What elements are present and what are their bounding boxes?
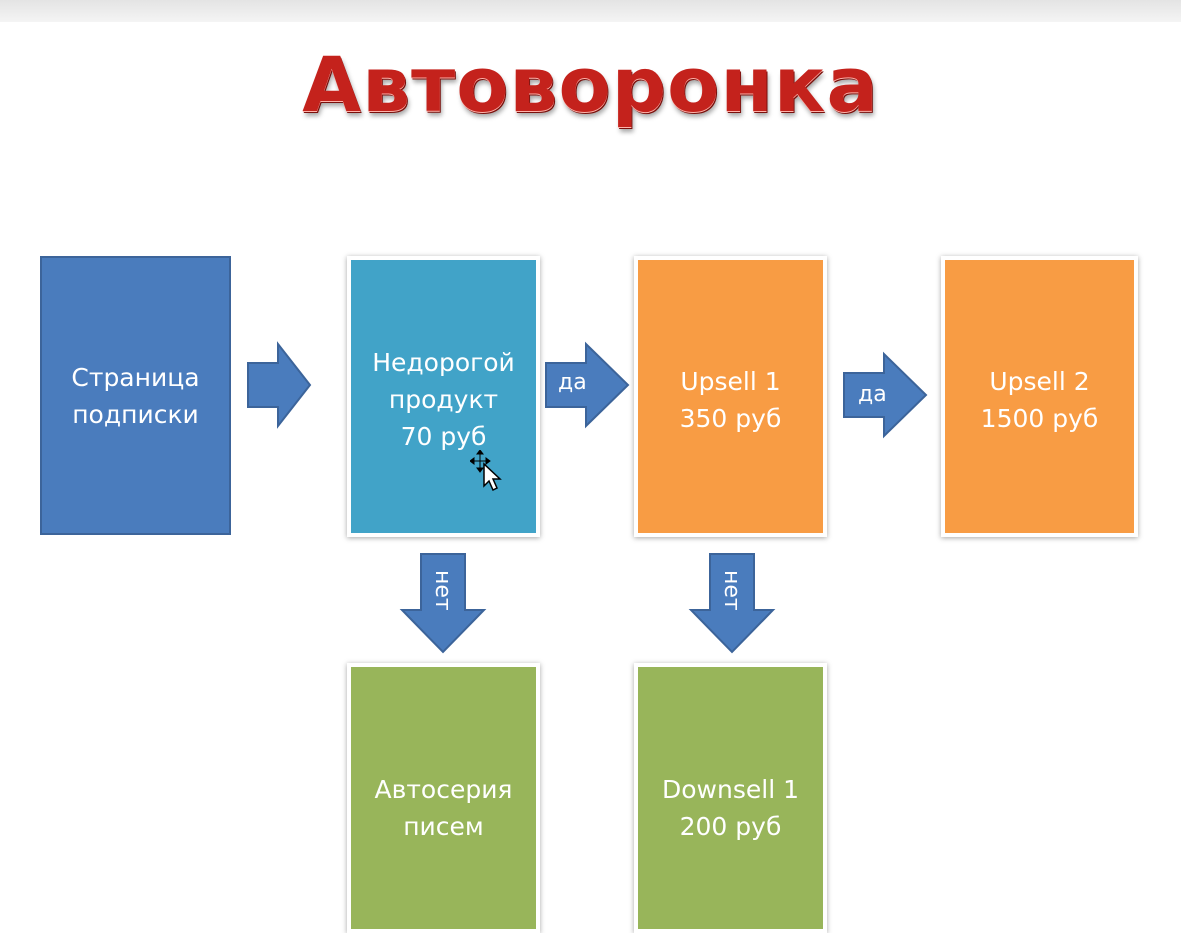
box-downsell-1-price: 200 руб: [679, 812, 782, 841]
box-autoseries-line-2: писем: [403, 812, 484, 841]
box-cheap-product-line-2: продукт: [388, 385, 499, 414]
box-upsell-2[interactable]: Upsell 2 1500 руб: [941, 256, 1138, 537]
window-top-strip: [0, 0, 1181, 22]
box-cheap-product[interactable]: Недорогой продукт 70 руб: [347, 256, 540, 537]
arrow-right-yes-1[interactable]: [544, 341, 632, 430]
box-autoseries-line-1: Автосерия: [374, 775, 513, 804]
arrow-down-no-1[interactable]: [399, 552, 488, 656]
arrow-label-yes-2: да: [858, 382, 887, 407]
arrow-right-1[interactable]: [246, 341, 314, 430]
box-subscription-line-1: Страница: [71, 362, 200, 392]
box-downsell-1[interactable]: Downsell 1 200 руб: [634, 663, 827, 933]
slide: Автоворонка Страница подписки Недорогой …: [0, 22, 1181, 933]
box-downsell-1-label: Downsell 1: [662, 775, 799, 804]
box-upsell-1-label: Upsell 1: [680, 367, 781, 396]
arrow-right-yes-2[interactable]: [842, 351, 930, 440]
arrow-label-no-1: нет: [430, 570, 455, 611]
box-subscription-page[interactable]: Страница подписки: [40, 256, 231, 535]
arrow-label-no-2: нет: [719, 570, 744, 611]
arrow-label-yes-1: да: [558, 370, 587, 395]
box-upsell-1-price: 350 руб: [679, 404, 782, 433]
box-upsell-1[interactable]: Upsell 1 350 руб: [634, 256, 827, 537]
move-cursor-icon: [470, 450, 502, 492]
box-email-autoseries[interactable]: Автосерия писем: [347, 663, 540, 933]
box-cheap-product-price: 70 руб: [400, 422, 487, 451]
box-upsell-2-price: 1500 руб: [980, 404, 1099, 433]
box-cheap-product-line-1: Недорогой: [372, 348, 515, 377]
box-subscription-line-2: подписки: [72, 399, 199, 429]
slide-title: Автоворонка: [302, 40, 879, 129]
arrow-down-no-2[interactable]: [688, 552, 777, 656]
box-upsell-2-label: Upsell 2: [989, 367, 1090, 396]
